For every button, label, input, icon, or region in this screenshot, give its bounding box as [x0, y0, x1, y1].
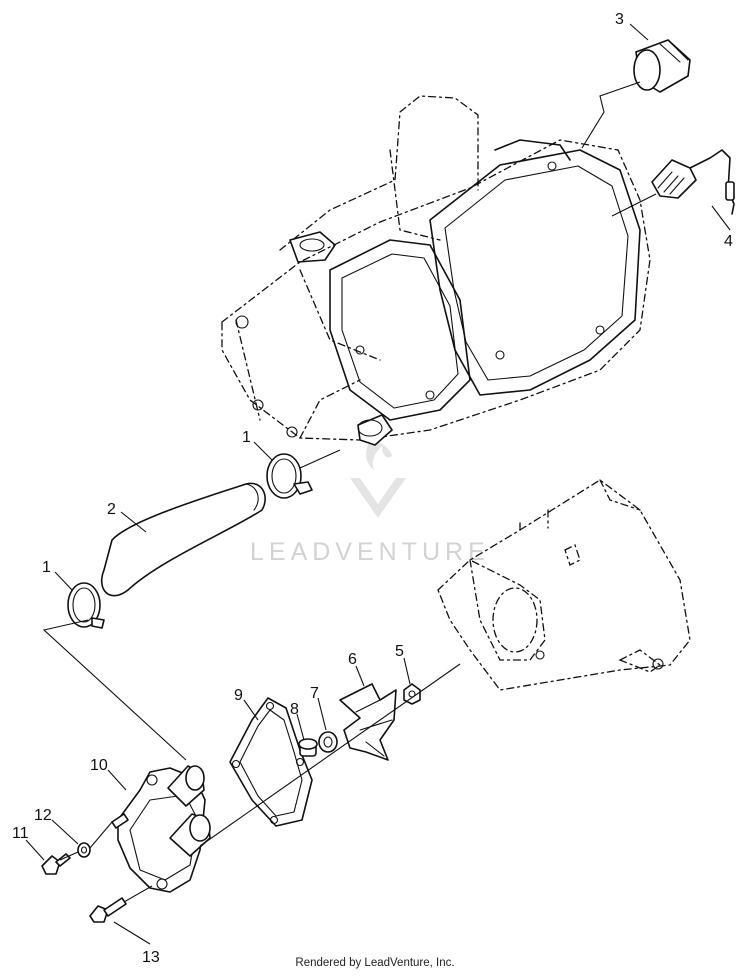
- callout-5: 5: [395, 643, 404, 660]
- part-2-coolant-hose: [100, 482, 266, 597]
- part-12-washer: [77, 842, 91, 858]
- callout-4: 4: [724, 233, 733, 250]
- callout-7: 7: [310, 685, 319, 702]
- callout-6: 6: [348, 651, 357, 668]
- assembly-leader-lines: [42, 81, 657, 903]
- crankcase-assembly: [437, 479, 691, 691]
- part-3-cap: [633, 39, 691, 93]
- part-1-hose-clamp-upper: [266, 453, 313, 499]
- callout-pointers: [25, 23, 731, 945]
- part-1-hose-clamp-lower: [67, 582, 105, 629]
- credit-text: Rendered by LeadVenture, Inc.: [295, 957, 455, 969]
- part-7-washer: [318, 731, 338, 753]
- part-10-water-pump-cover: [117, 765, 211, 893]
- cylinder-head-assembly: [221, 95, 651, 446]
- callout-13: 13: [142, 949, 160, 966]
- part-4-temperature-sensor: [651, 149, 735, 215]
- callout-1-upper: 1: [242, 429, 251, 446]
- part-13-bolt: [89, 897, 127, 923]
- callout-labels: 3 4 1 2 1 5 6 7 8 9 10 11 12 13: [12, 11, 733, 966]
- callout-2: 2: [107, 501, 116, 518]
- cover-stud: [111, 813, 129, 829]
- part-6-impeller: [339, 683, 397, 761]
- part-9-gasket: [229, 697, 313, 827]
- part-8-seal: [298, 738, 318, 757]
- callout-12: 12: [34, 807, 52, 824]
- callout-3: 3: [615, 11, 624, 28]
- callout-10: 10: [90, 757, 108, 774]
- callout-1-lower: 1: [42, 559, 51, 576]
- callout-11: 11: [12, 825, 29, 842]
- callout-9: 9: [234, 687, 243, 704]
- callout-8: 8: [290, 701, 299, 718]
- watermark-logo: LEADVENTURE: [250, 438, 490, 566]
- part-5-nut: [403, 683, 421, 705]
- watermark-text: LEADVENTURE: [250, 538, 490, 566]
